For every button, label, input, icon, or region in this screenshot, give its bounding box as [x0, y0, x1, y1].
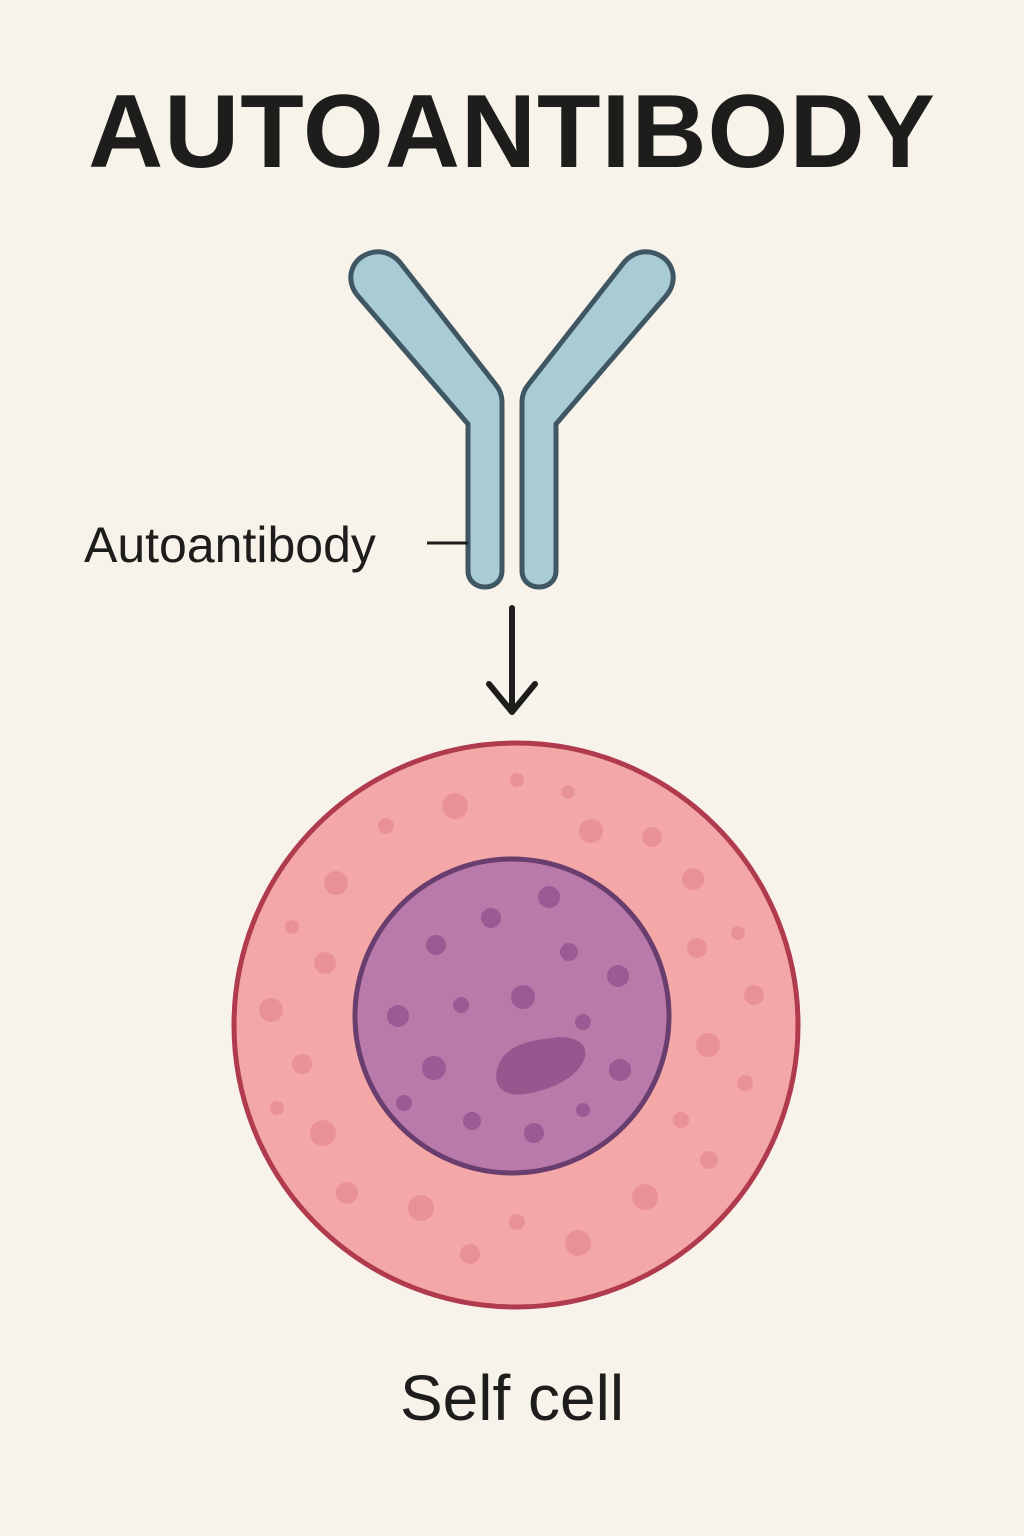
arrow-down-icon [486, 605, 538, 715]
antibody-label: Autoantibody [84, 517, 376, 573]
antibody-right-chain [519, 249, 676, 590]
antibody-left-chain [348, 249, 505, 590]
antibody-icon [348, 249, 676, 590]
cell-label: Self cell [399, 1362, 625, 1434]
nucleus-granules [387, 886, 631, 1143]
self-cell-icon [231, 740, 801, 1310]
nucleolus [496, 1037, 586, 1095]
cytoplasm-granules [259, 773, 764, 1264]
page-title: AUTOANTIBODY [88, 74, 936, 190]
